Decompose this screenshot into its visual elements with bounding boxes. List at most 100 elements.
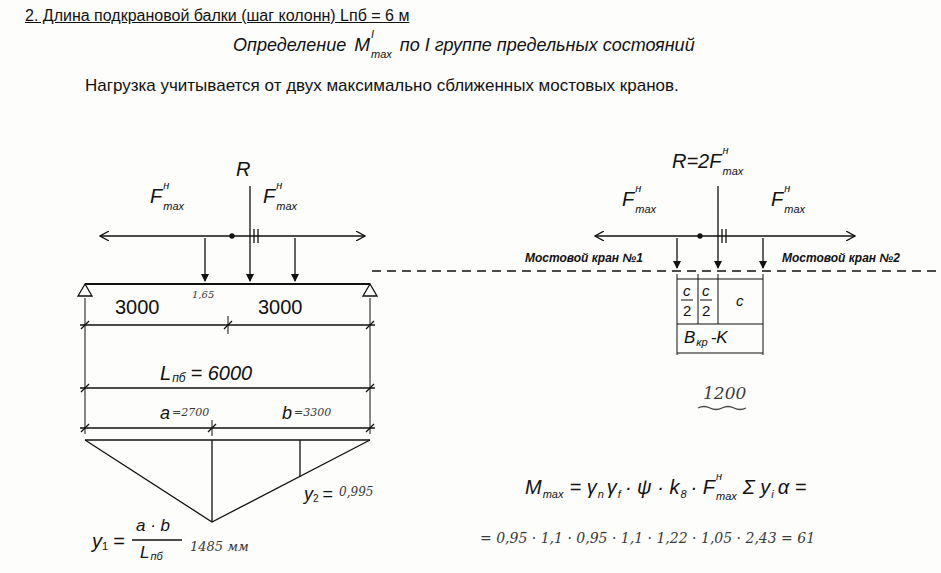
annotation-text: = γ: [569, 476, 596, 499]
annotation-text: c: [736, 292, 744, 309]
annotation-text: 2: [702, 302, 710, 319]
annotation-text: γ: [607, 476, 617, 499]
axis-bar: [253, 229, 254, 243]
annotation-text: max: [716, 490, 737, 503]
annotation-text: н: [163, 179, 169, 192]
annotation-text: c: [702, 282, 710, 299]
annotation-text: L: [160, 362, 171, 385]
extension-line: [763, 274, 764, 355]
load-arrow: [676, 238, 677, 268]
dimension-line: [80, 427, 375, 428]
annotation-text: н: [784, 182, 790, 195]
annotation-text: Определение: [233, 35, 346, 56]
dimension-ticks: [81, 321, 374, 432]
dimension-line: [677, 324, 763, 325]
annotation-text: a · b: [136, 516, 170, 536]
annotation-text: н: [716, 470, 722, 483]
annotation-text: Σ y: [743, 476, 771, 499]
annotation-text: c: [683, 282, 691, 299]
annotation-text: пб: [172, 372, 185, 386]
annotation-text: =: [113, 530, 125, 553]
annotation-text: F: [771, 188, 783, 211]
annotation-text: -K: [711, 328, 728, 348]
annotation-text: кр: [696, 336, 707, 349]
handwritten-note: 1485 мм: [190, 540, 249, 555]
annotation-text: max: [163, 200, 184, 213]
annotation-text: a: [160, 403, 170, 424]
handwritten-underline: [698, 407, 746, 410]
annotation-text: пб: [150, 550, 162, 563]
annotation-text: =: [323, 484, 334, 505]
load-arrow: [294, 238, 295, 281]
axis-bar: [725, 229, 726, 243]
support-symbol: [78, 284, 92, 296]
beam-line: [85, 283, 370, 285]
support-symbol: [363, 284, 377, 296]
annotation-text: 1: [102, 540, 108, 553]
resultant-arrow: [249, 186, 250, 281]
handwritten-note: 0,995: [339, 486, 373, 500]
annotation-text: н: [722, 144, 728, 157]
annotation-text: · ψ · k: [625, 476, 680, 499]
extension-line: [718, 274, 719, 324]
axis-dot: [698, 234, 702, 238]
annotation-text: R=2F: [672, 150, 721, 173]
annotation-text: 3000: [115, 296, 160, 319]
extension-line: [698, 274, 699, 324]
annotation-text: F: [263, 185, 275, 208]
annotation-text: Нагрузка учитывается от двух максимально…: [85, 76, 679, 96]
handwritten-note: 1200: [703, 384, 746, 404]
annotation-text: F: [150, 185, 162, 208]
annotation-text: y: [304, 484, 313, 505]
dimension-line: [677, 353, 763, 354]
annotation-text: M: [354, 34, 370, 56]
axis-dot: [230, 234, 234, 238]
axis-bar: [257, 229, 258, 243]
annotation-text: max: [371, 48, 392, 61]
dimension-line: [80, 387, 375, 388]
annotation-text: M: [525, 476, 542, 499]
annotation-text: max: [635, 203, 656, 216]
annotation-text: max: [543, 488, 564, 501]
ordinate-y1: [211, 440, 212, 522]
crane-axis: [595, 235, 855, 236]
sheet-title: 2. Длина подкрановой балки (шаг колонн) …: [25, 7, 409, 25]
fraction-bar: [700, 300, 712, 301]
annotation-text: B: [684, 328, 695, 348]
annotation-text: · F: [691, 476, 715, 499]
annotation-text: R: [236, 158, 250, 181]
load-arrow: [762, 238, 763, 268]
handwritten-note: 1,65: [192, 289, 214, 301]
resultant-arrow: [717, 186, 718, 268]
annotation-text: Мостовой кран №1: [523, 252, 645, 266]
annotation-text: max: [784, 203, 805, 216]
annotation-text: i: [771, 488, 773, 501]
annotation-text: f: [618, 488, 621, 501]
influence-line: [85, 440, 370, 522]
extension-line: [85, 298, 86, 434]
fraction-bar: [681, 300, 693, 301]
handwritten-note: = 0,95 · 1,1 · 0,95 · 1,1 · 1,22 · 1,05 …: [480, 530, 815, 546]
extension-line: [677, 274, 678, 355]
dimension-line: [677, 279, 763, 280]
handwritten-note: =2700: [172, 407, 209, 420]
annotation-text: 2: [313, 493, 319, 505]
annotation-text: max: [276, 200, 297, 213]
annotation-text: max: [722, 165, 743, 178]
annotation-text: b: [282, 403, 292, 424]
annotation-text: н: [635, 182, 641, 195]
annotation-text: y: [92, 530, 102, 553]
annotation-text: L: [140, 543, 149, 563]
annotation-text: Мостовой кран №2: [780, 252, 902, 266]
annotation-text: I: [371, 28, 374, 41]
annotation-text: 2: [683, 302, 691, 319]
ordinate-y2: [299, 440, 300, 476]
annotation-text: = 6000: [190, 362, 252, 385]
fraction-bar: [132, 539, 182, 540]
annotation-text: n: [598, 488, 604, 501]
annotation-text: 8: [680, 488, 686, 501]
annotation-text: по I группе предельных состояний: [400, 35, 695, 56]
annotation-text: 3000: [258, 296, 303, 319]
annotation-text: F: [622, 188, 634, 211]
